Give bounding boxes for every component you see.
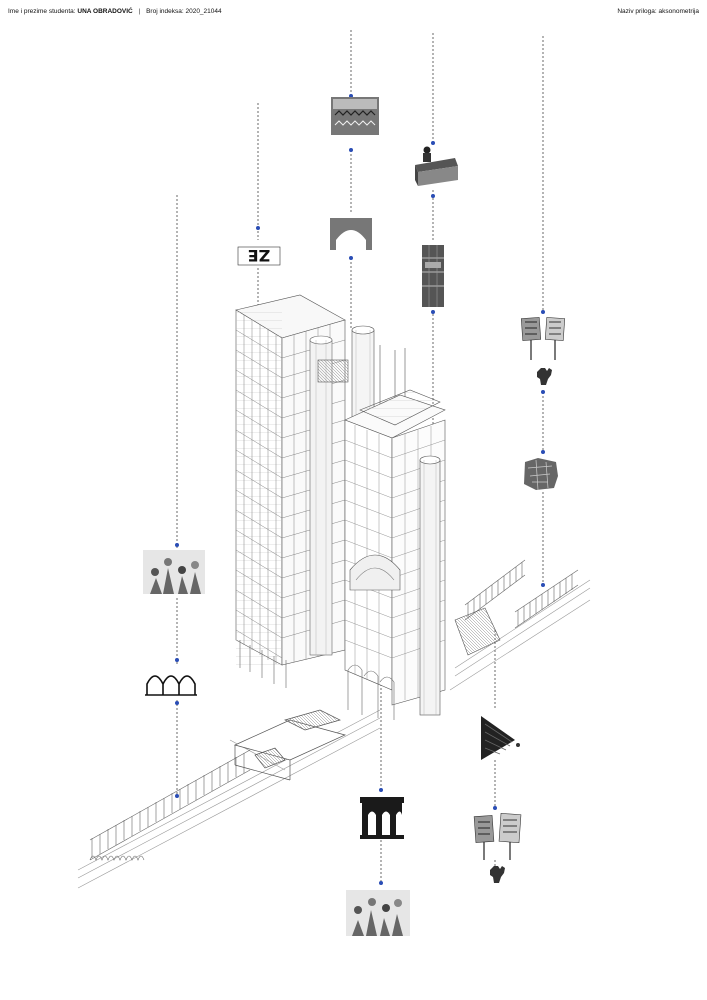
renaissance-painting-icon: [143, 550, 205, 594]
leader-dot: [175, 794, 179, 798]
leader-dot: [175, 701, 179, 705]
low-pavilion: [233, 709, 347, 781]
stair-triangle-icon: [481, 716, 520, 760]
header-separator: |: [138, 8, 141, 15]
leader-dot: [175, 543, 179, 547]
leader-dot: [349, 148, 353, 152]
leader-dot: [175, 658, 179, 662]
sheet-header: Ime i prezime studenta: UNA OBRADOVIĆ | …: [8, 6, 699, 18]
crowd-photo-icon: [331, 97, 379, 135]
leader-dot: [256, 226, 260, 230]
raised-fist-icon: [490, 866, 505, 883]
renaissance-painting-icon: [346, 890, 410, 936]
map-fragment-icon: [524, 458, 558, 491]
triple-arch-icon: [145, 675, 197, 696]
leader-dot: [379, 881, 383, 885]
index-label: Broj indeksa:: [146, 8, 184, 15]
sheet-title: Naziv priloga: aksonometrija: [617, 6, 699, 18]
student-label: Ime i prezime studenta:: [8, 8, 76, 15]
sheet-label: Naziv priloga:: [617, 8, 657, 15]
left-tower: [235, 294, 346, 688]
speaker-desk-icon: [415, 146, 458, 186]
arch-icon: [330, 218, 372, 250]
right-tower: [344, 389, 501, 720]
raised-fist-icon: [537, 368, 552, 385]
aqueduct-icon: [360, 797, 404, 839]
leader-dot: [349, 256, 353, 260]
student-name: UNA OBRADOVIĆ: [77, 8, 133, 15]
leader-dot: [431, 141, 435, 145]
leader-lines: [176, 30, 544, 883]
leader-dot: [493, 806, 497, 810]
leader-dot: [541, 450, 545, 454]
ze-sign-text: ZE: [248, 246, 271, 265]
leader-dot: [541, 583, 545, 587]
index-value: 2020_21044: [185, 8, 222, 15]
leader-dot: [431, 194, 435, 198]
protest-placards-icon: [473, 813, 522, 860]
leader-dot: [541, 390, 545, 394]
ze-sign-icon: ZE: [237, 246, 281, 266]
sheet-value: aksonometrija: [658, 8, 699, 15]
leader-dot: [431, 310, 435, 314]
student-info: Ime i prezime studenta: UNA OBRADOVIĆ | …: [8, 6, 222, 18]
protest-placards-icon: [520, 317, 566, 360]
facade-panel-icon: [422, 245, 444, 307]
street-arcade-left: [89, 749, 251, 861]
leader-dot: [541, 310, 545, 314]
leader-dot: [379, 788, 383, 792]
